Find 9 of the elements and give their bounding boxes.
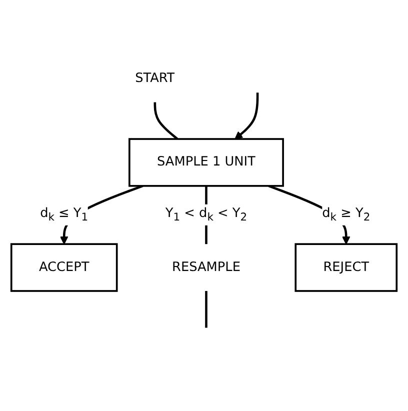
connector-line [154,102,178,140]
flowchart: d$_{k}$ ≤ Y$_{1}$ Y$_{1}$ < d$_{k}$ < Y$_{2}$ d$_{k}$ ≥ Y$_{2}$ START SAMPLE 1 UNIT ACCEPT RESAMPLE REJECT [4,48,404,363]
connector-line [205,291,208,328]
node-text: RESAMPLE [172,260,240,275]
node-text: START [135,71,175,86]
process-box: REJECT [294,243,398,292]
process-box: ACCEPT [10,243,118,292]
connector-line [234,92,259,140]
process-box: SAMPLE 1 UNIT [128,138,284,187]
